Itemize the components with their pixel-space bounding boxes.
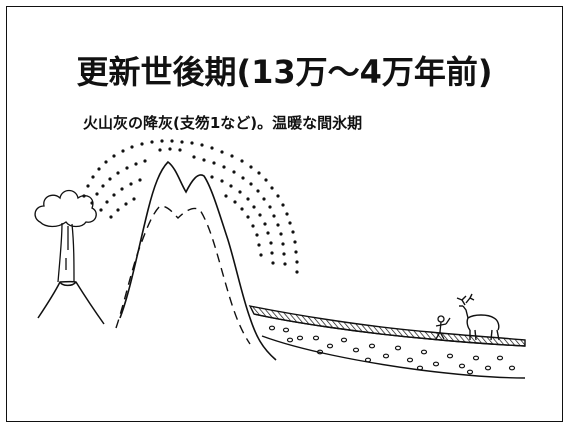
ash-fall-dots xyxy=(82,139,299,274)
volcano xyxy=(37,280,105,325)
mountain-dashed-line xyxy=(115,205,251,345)
mountain xyxy=(119,160,277,361)
eruption-cloud xyxy=(34,189,97,283)
slide-subtitle: 火山灰の降灰(支笏1など)。温暖な間氷期 xyxy=(83,114,363,132)
ground-surface xyxy=(253,313,526,347)
slide: 更新世後期(13万～4万年前) 火山灰の降灰(支笏1など)。温暖な間氷期 xyxy=(6,6,563,422)
gravel-pebbles xyxy=(268,325,516,375)
slide-title: 更新世後期(13万～4万年前) xyxy=(76,53,493,91)
deer-figure xyxy=(456,293,500,341)
human-figure xyxy=(435,315,451,340)
ash-layer xyxy=(248,305,526,347)
